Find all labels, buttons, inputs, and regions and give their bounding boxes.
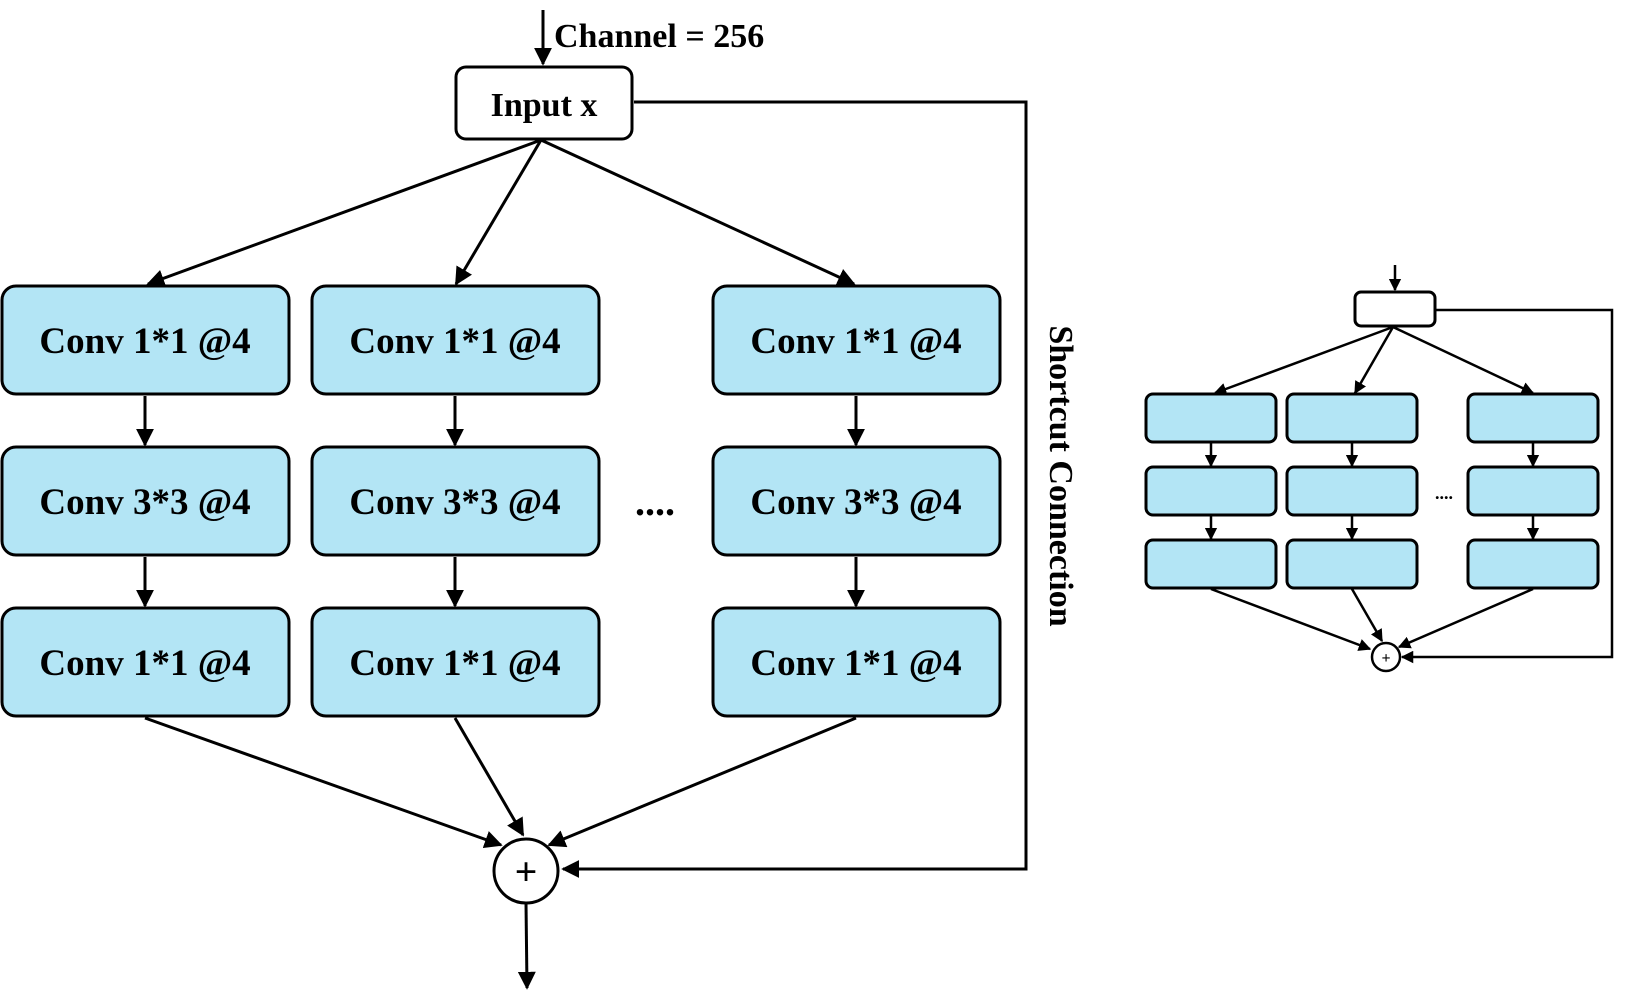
mini-branch-1-layer-1-box <box>1144 392 1278 444</box>
mini-shortcut-line <box>1400 308 1614 664</box>
mini-input-to-branch-1-arrow <box>1213 325 1394 395</box>
shortcut-label: Shortcut Connection <box>1042 325 1079 626</box>
branch-3: Conv 1*1 @4 Conv 3*3 @4 Conv 1*1 @4 <box>711 284 1002 718</box>
branch-2-layer-1-label: Conv 1*1 @4 <box>349 321 560 362</box>
mini-branch-3-layer-3-box <box>1466 538 1600 590</box>
branch-ellipsis: .... <box>635 479 675 524</box>
mini-sum-node-icon <box>1370 641 1402 673</box>
branch-1-layer-3-label: Conv 1*1 @4 <box>39 643 250 684</box>
mini-input-to-branch-3-arrow <box>1392 325 1535 395</box>
branch-2-layer-2-box <box>310 445 601 557</box>
branch-2-layer-2-label: Conv 3*3 @4 <box>349 482 560 523</box>
branch-1-to-sum-arrow <box>144 716 503 849</box>
branch-3-layer-3-box <box>711 606 1002 718</box>
branch-2-layer-1-box <box>310 284 601 396</box>
branch-3-layer-3-label: Conv 1*1 @4 <box>750 643 961 684</box>
branch-1-layer-2-box <box>0 445 291 557</box>
channel-label: Channel = 256 <box>554 18 764 55</box>
input-label: Input x <box>491 87 598 124</box>
branch-1: Conv 1*1 @4 Conv 3*3 @4 Conv 1*1 @4 <box>0 284 291 718</box>
output-arrow <box>517 902 536 990</box>
mini-branch-3-layer-1-box <box>1466 392 1600 444</box>
mini-branch-1-layer-3-box <box>1144 538 1278 590</box>
mini-sum-symbol: + <box>1381 650 1390 667</box>
mini-branch-1-layer-2-box <box>1144 465 1278 517</box>
branch-2: Conv 1*1 @4 Conv 3*3 @4 Conv 1*1 @4 <box>310 284 601 718</box>
mini-branch-3-layer-2-box <box>1466 465 1600 517</box>
mini-branch-1-to-sum-arrow <box>1210 587 1372 651</box>
branch-1-layer-1-label: Conv 1*1 @4 <box>39 321 250 362</box>
branch-3-layer-1-label: Conv 1*1 @4 <box>750 321 961 362</box>
mini-branch-ellipsis: .... <box>1435 483 1453 503</box>
branch-1-layer-3-box <box>0 606 291 718</box>
branch-2-to-sum-arrow <box>453 717 525 837</box>
input-to-branch-2-arrow <box>454 139 543 286</box>
mini-branch-2-layer-1-box <box>1285 392 1419 444</box>
mini-branch-2-layer-2-box <box>1285 465 1419 517</box>
branch-1-layer-1-box <box>0 284 291 396</box>
mini-input-to-branch-2-arrow <box>1353 326 1395 395</box>
input-to-branch-1-arrow <box>146 138 542 287</box>
input-box <box>454 65 634 141</box>
mini-branch-2-to-sum-arrow <box>1350 588 1384 643</box>
sum-symbol: + <box>515 849 538 894</box>
input-to-branch-3-arrow <box>540 138 856 286</box>
branch-1-layer-2-label: Conv 3*3 @4 <box>39 482 250 523</box>
mini-input-box <box>1353 290 1437 328</box>
branch-2-layer-3-box <box>310 606 601 718</box>
mini-branch-3-to-sum-arrow <box>1397 587 1534 649</box>
branch-3-layer-1-box <box>711 284 1002 396</box>
mini-diagram: .... + <box>1144 265 1614 673</box>
shortcut-connection-line <box>561 100 1028 878</box>
mini-branch-2-layer-3-box <box>1285 538 1419 590</box>
branch-3-to-sum-arrow <box>547 716 857 848</box>
branch-3-layer-2-label: Conv 3*3 @4 <box>750 482 961 523</box>
branch-2-layer-3-label: Conv 1*1 @4 <box>349 643 560 684</box>
branch-3-layer-2-box <box>711 445 1002 557</box>
